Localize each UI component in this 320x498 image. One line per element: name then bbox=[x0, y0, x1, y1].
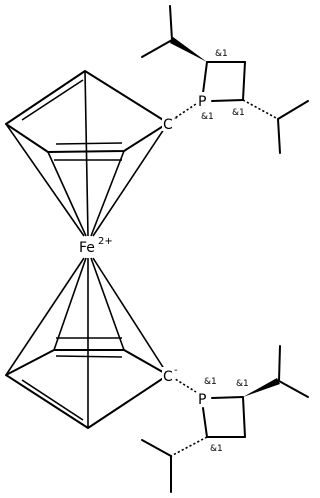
iron-atom-label: Fe bbox=[79, 240, 95, 256]
iron-charge: 2+ bbox=[98, 236, 113, 247]
lower-phosphetane bbox=[141, 345, 309, 493]
lower-c-p-hashed-bond bbox=[171, 376, 197, 393]
stereo-label: &1 bbox=[232, 108, 245, 118]
upper-carbanion-label: C bbox=[163, 117, 173, 133]
upper-phosphorus-label: P bbox=[198, 94, 206, 110]
stereo-label: &1 bbox=[201, 112, 214, 122]
stereo-label: &1 bbox=[210, 444, 223, 454]
lower-wedge-bond bbox=[243, 378, 280, 397]
upper-cp-ring bbox=[5, 70, 169, 237]
stereo-label: &1 bbox=[215, 49, 228, 59]
lower-carbanion-label: C bbox=[163, 369, 173, 385]
upper-c-p-hashed-bond bbox=[171, 103, 197, 121]
upper-carbanion-charge: - bbox=[174, 113, 178, 124]
upper-phosphetane bbox=[141, 5, 309, 154]
lower-carbanion-charge: - bbox=[174, 365, 178, 376]
stereo-label: &1 bbox=[204, 377, 217, 387]
upper-wedge-bond bbox=[170, 37, 207, 62]
lower-cp-ring bbox=[5, 257, 169, 429]
lower-phosphorus-label: P bbox=[198, 392, 206, 408]
stereo-label: &1 bbox=[236, 379, 249, 389]
